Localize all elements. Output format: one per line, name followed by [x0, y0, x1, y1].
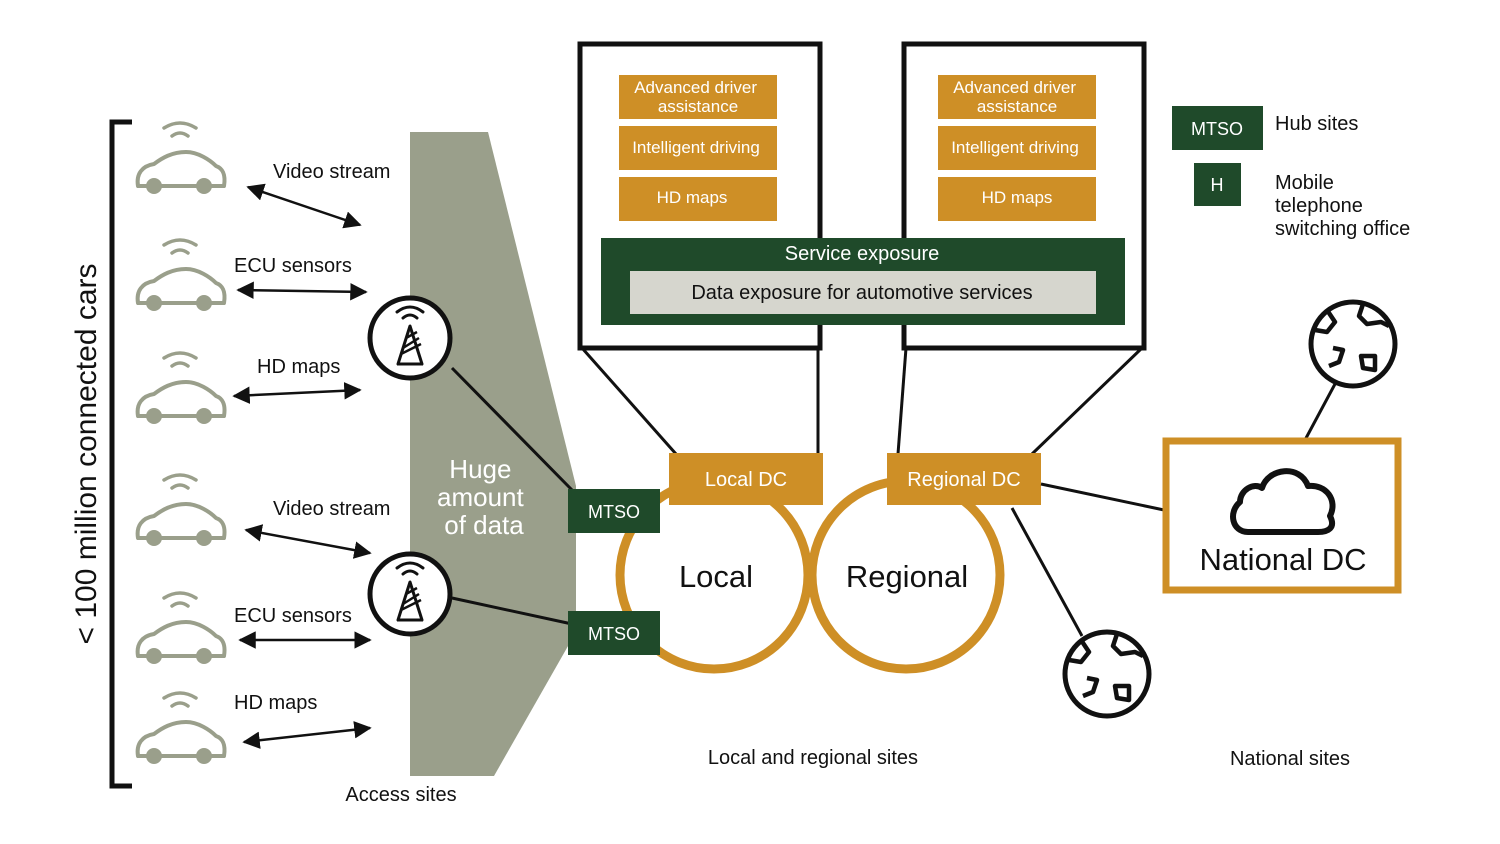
svg-text:National DC: National DC	[1199, 542, 1366, 577]
mtso-box: MTSO	[568, 611, 660, 655]
panel-connector	[896, 347, 908, 455]
national-link	[1303, 383, 1337, 441]
service-intelligent-driving: Intelligent driving	[938, 126, 1096, 170]
local-dc-box: Local DC	[669, 453, 823, 505]
svg-text:Regional DC: Regional DC	[907, 469, 1020, 491]
svg-text:Mobile telephone: Mobile telephone switching office	[1275, 172, 1410, 240]
national-sites-label: National sites	[1230, 748, 1350, 770]
stream-arrow	[242, 721, 372, 749]
tower-link	[450, 366, 574, 492]
local-regional-sites-label: Local and regional sites	[708, 747, 918, 769]
car-icon	[135, 473, 227, 548]
data-wedge-label: Huge amount of data	[437, 454, 531, 540]
svg-text:Advanced driver assist: Advanced driver assistance	[953, 78, 1081, 116]
svg-text:Hub sites: Hub sites	[1275, 113, 1358, 135]
stream-arrow	[244, 524, 372, 559]
national-dc-box: National DC	[1162, 437, 1402, 594]
svg-text:Advanced driver assist: Advanced driver assistance	[634, 78, 762, 116]
svg-text:MTSO: MTSO	[1191, 119, 1243, 139]
service-hd-maps: HD maps	[619, 177, 777, 221]
stream-arrow	[236, 281, 368, 301]
svg-text:H: H	[1211, 175, 1224, 195]
svg-text:Local DC: Local DC	[705, 469, 787, 491]
stream-label: Video stream	[273, 498, 390, 520]
service-advanced-driver-assistance: Advanced driver assistance	[938, 75, 1096, 119]
access-sites-label: Access sites	[345, 784, 456, 806]
stream-label: Video stream	[273, 161, 390, 183]
car-icon	[135, 121, 227, 196]
car-icon	[135, 351, 227, 426]
tower-link	[451, 596, 573, 626]
stream-label: HD maps	[257, 356, 340, 378]
cell-tower-icon	[367, 295, 453, 381]
mtso-box: MTSO	[568, 489, 660, 533]
stream-arrow	[232, 382, 362, 404]
regional-ring-label: Regional	[846, 559, 968, 594]
panel-connector	[580, 347, 678, 455]
service-hd-maps: HD maps	[938, 177, 1096, 221]
svg-text:MTSO: MTSO	[588, 624, 640, 644]
svg-text:MTSO: MTSO	[588, 502, 640, 522]
cell-tower-icon	[367, 551, 453, 637]
legend: MTSO Hub sites H Mobile telephone switch…	[1172, 106, 1410, 240]
national-link	[1010, 507, 1084, 637]
svg-text:Service exposure: Service exposure	[785, 243, 940, 265]
svg-text:Intelligent driving: Intelligent driving	[951, 138, 1079, 157]
cars-bracket	[109, 119, 132, 789]
regional-dc-box: Regional DC	[887, 453, 1041, 505]
stream-label: HD maps	[234, 692, 317, 714]
svg-text:Intelligent driving: Intelligent driving	[632, 138, 760, 157]
stream-arrow	[246, 183, 362, 229]
local-ring-label: Local	[679, 559, 753, 594]
cloud-icon	[1230, 468, 1336, 535]
legend-h: H Mobile telephone switching office	[1194, 163, 1410, 240]
service-advanced-driver-assistance: Advanced driver assistance	[619, 75, 777, 119]
service-intelligent-driving: Intelligent driving	[619, 126, 777, 170]
svg-text:HD maps: HD maps	[982, 188, 1053, 207]
connected-cars-label: < 100 million connected cars	[70, 263, 103, 644]
car-icon	[135, 691, 227, 766]
stream-label: ECU sensors	[234, 605, 352, 627]
legend-mtso: MTSO Hub sites	[1172, 106, 1358, 150]
stream-label: ECU sensors	[234, 255, 352, 277]
globe-icon	[1311, 302, 1395, 386]
car-icon	[135, 238, 227, 313]
svg-text:HD maps: HD maps	[657, 188, 728, 207]
globe-icon	[1065, 632, 1149, 716]
national-link	[1040, 482, 1165, 512]
data-exposure-label: Data exposure for automotive services	[691, 282, 1032, 304]
panel-connector	[1030, 346, 1144, 456]
car-icon	[135, 591, 227, 666]
service-exposure-band: Service exposure Data exposure for autom…	[601, 238, 1125, 325]
